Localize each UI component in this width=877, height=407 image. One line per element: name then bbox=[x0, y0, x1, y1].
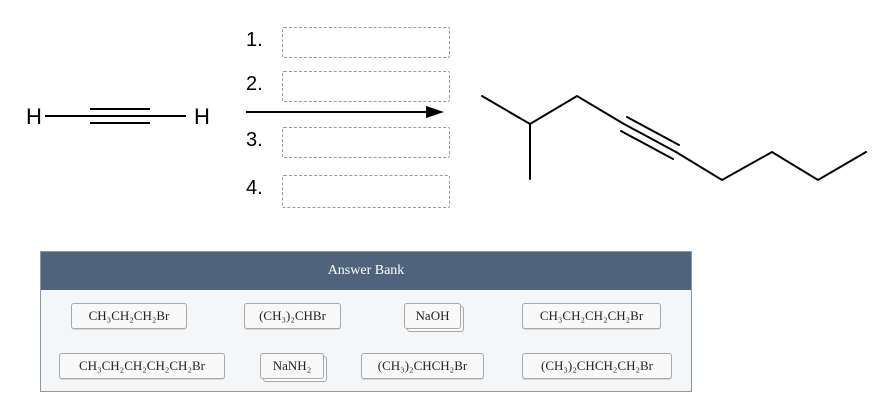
answer-bank: Answer Bank CH₃CH₂CH₂Br (CH₃)₂CHBr NaOH … bbox=[40, 251, 692, 392]
answer-chip[interactable]: (CH₃)₂CHCH₂CH₂Br bbox=[522, 353, 672, 379]
step-3-number: 3. bbox=[246, 129, 263, 151]
answer-bank-title: Answer Bank bbox=[41, 252, 691, 290]
answer-chip[interactable]: (CH₃)₂CHBr bbox=[244, 303, 341, 329]
answer-chip[interactable]: CH₃CH₂CH₂CH₂Br bbox=[522, 303, 661, 329]
step-4-number: 4. bbox=[246, 177, 263, 199]
reactant-h-right: H bbox=[194, 104, 210, 129]
reactant-acetylene: H H bbox=[26, 94, 867, 182]
answer-chip[interactable]: (CH₃)₂CHCH₂Br bbox=[361, 353, 484, 379]
step-1-number: 1. bbox=[246, 29, 263, 51]
answer-chip[interactable]: CH₃CH₂CH₂CH₂CH₂Br bbox=[59, 353, 225, 379]
answer-chip[interactable]: NaNH₂ bbox=[260, 353, 324, 379]
reagent-steps: 1. 2. 3. 4. bbox=[246, 27, 450, 208]
reaction-arrow bbox=[246, 106, 444, 118]
answer-chip[interactable]: CH₃CH₂CH₂Br bbox=[71, 303, 187, 329]
step-4-dropzone[interactable] bbox=[282, 175, 450, 208]
product-structure bbox=[481, 94, 867, 182]
step-1-dropzone[interactable] bbox=[282, 27, 450, 58]
reactant-h-left: H bbox=[26, 104, 42, 129]
step-2-dropzone[interactable] bbox=[282, 71, 450, 102]
triple-bond bbox=[45, 108, 186, 124]
step-3-dropzone[interactable] bbox=[282, 127, 450, 158]
step-2-number: 2. bbox=[246, 73, 263, 95]
answer-chip[interactable]: NaOH bbox=[404, 303, 461, 329]
